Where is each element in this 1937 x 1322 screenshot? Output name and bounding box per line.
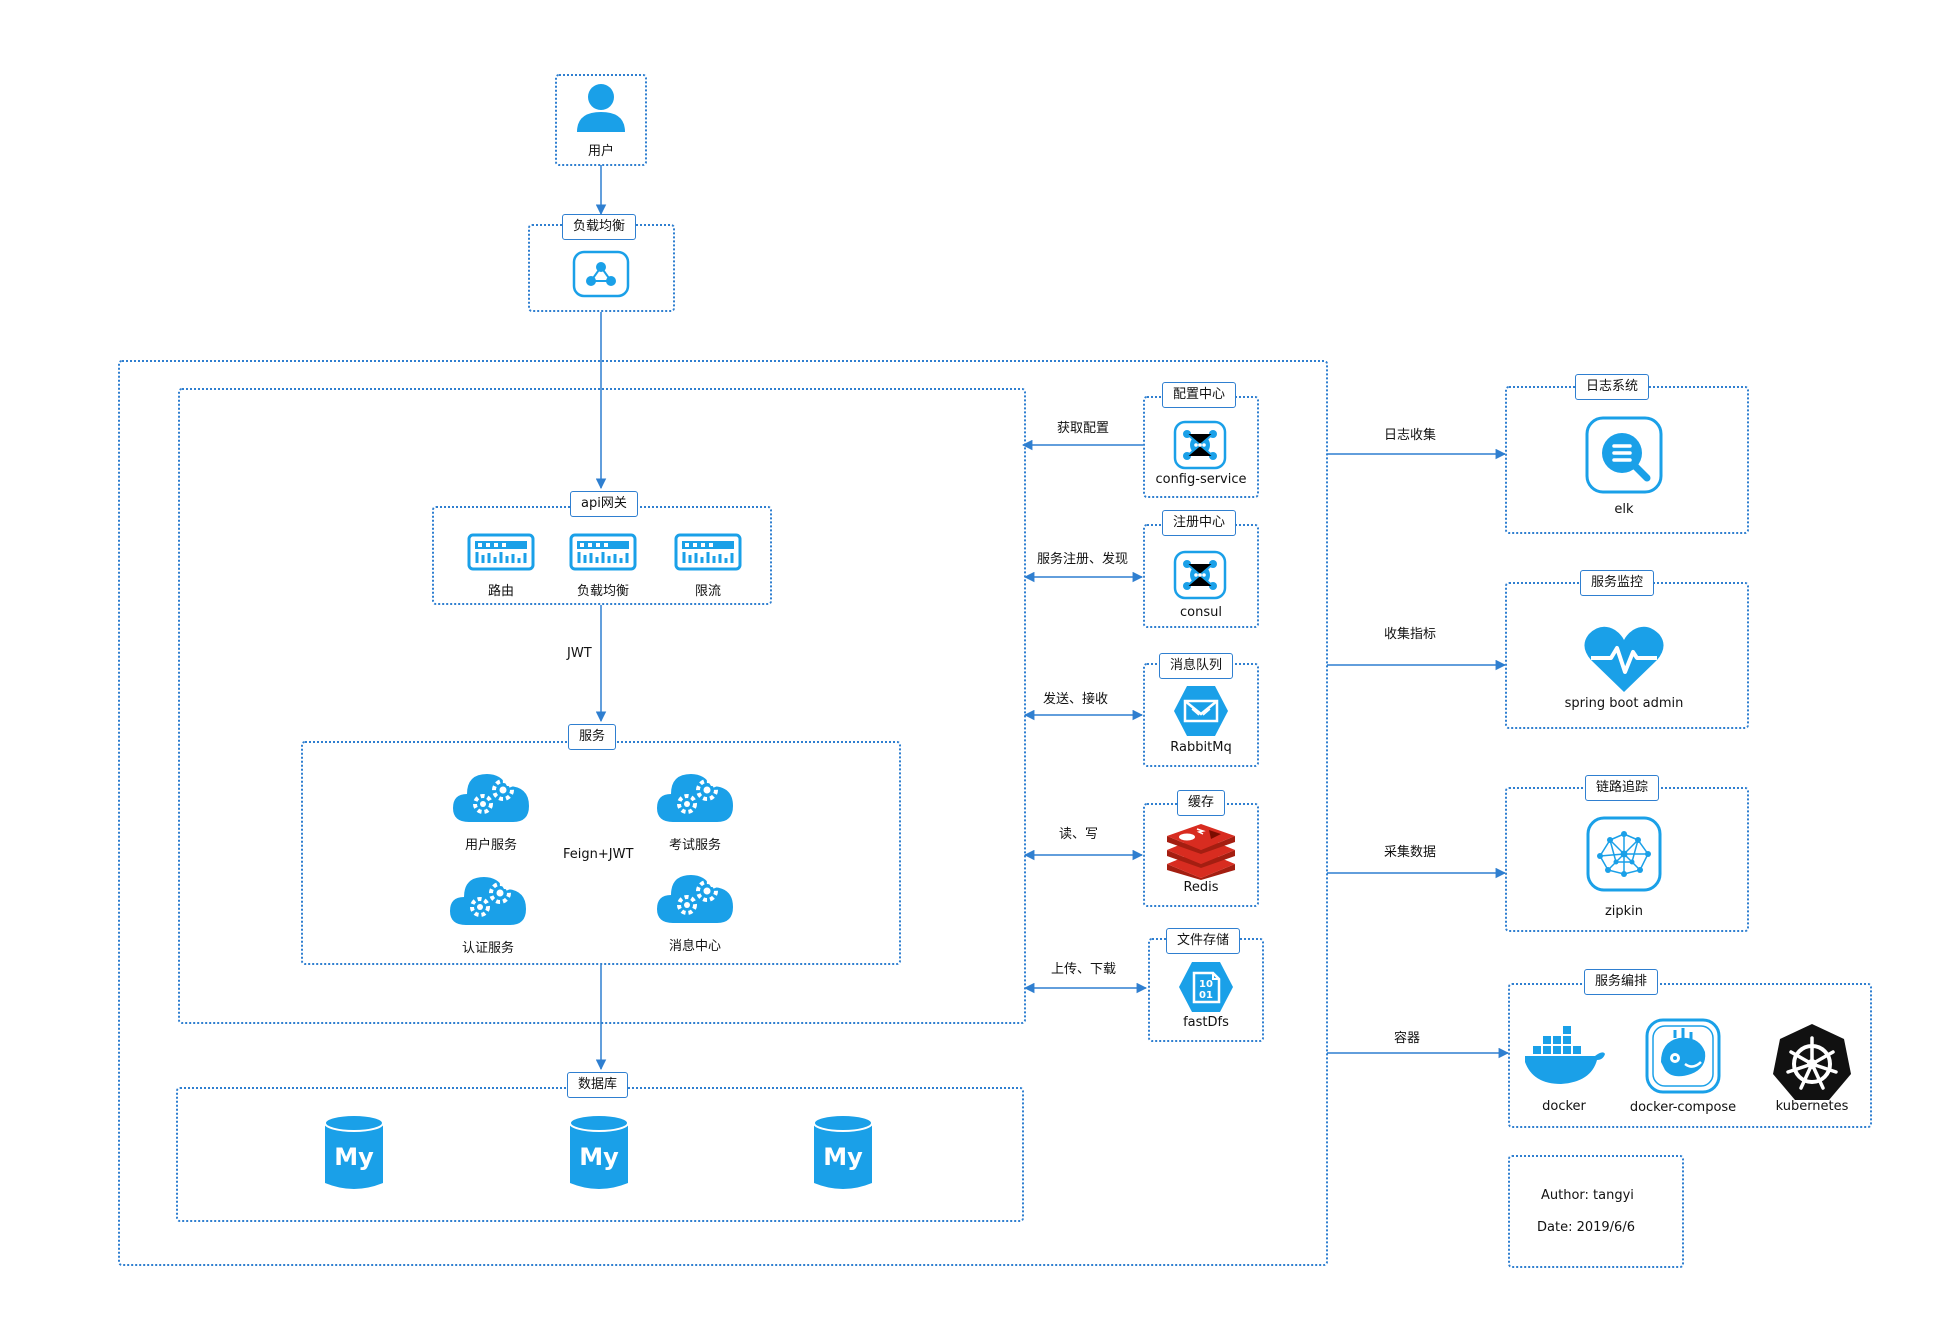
svg-text:10: 10 [1199,979,1213,990]
spring-boot-admin-icon [1584,626,1664,692]
service-item-user: 用户服务 [464,838,517,853]
feign-jwt-label: Feign+JWT [563,847,634,862]
elk-label: elk [1614,502,1634,517]
elk-icon [1585,416,1663,494]
consul-icon [1173,550,1227,600]
orchestration-node [1508,983,1872,1128]
service-item-message: 消息中心 [668,939,721,954]
message-center-cloud-icon [657,875,733,923]
mysql-text-3: My [823,1143,863,1171]
orchestration-title: 服务编排 [1584,969,1659,995]
api-gateway-title: api网关 [570,491,638,517]
consul-label: consul [1180,605,1222,620]
user-service-cloud-icon [453,774,529,822]
gateway-load-balancing-icon [569,533,637,571]
rabbitmq-label: RabbitMq [1170,740,1232,755]
mq-action-label: 发送、接收 [1043,692,1109,707]
date-label: Date: 2019/6/6 [1537,1220,1635,1235]
message-queue-title: 消息队列 [1159,653,1234,679]
load-balancer-title: 负载均衡 [562,214,637,240]
zipkin-label: zipkin [1604,904,1644,919]
redis-label: Redis [1183,880,1219,895]
logging-system-title: 日志系统 [1575,374,1650,400]
cache-title: 缓存 [1177,790,1226,816]
kubernetes-icon [1773,1024,1851,1100]
author-info-box [1508,1155,1684,1268]
service-monitor-title: 服务监控 [1580,570,1655,596]
author-label: Author: tangyi [1541,1188,1634,1203]
file-action-label: 上传、下载 [1051,962,1117,977]
docker-label: docker [1542,1099,1586,1114]
user-node [555,74,647,166]
application-boundary [178,388,1026,1024]
cache-action-label: 读、写 [1059,827,1099,842]
fastdfs-label: fastDfs [1183,1015,1229,1030]
tracing-title: 链路追踪 [1585,775,1660,801]
svg-text:01: 01 [1199,990,1213,1001]
gateway-item-limit: 限流 [694,584,721,599]
config-center-title: 配置中心 [1162,382,1237,408]
gateway-item-lb: 负载均衡 [576,584,629,599]
mysql-icon-1: My [324,1114,384,1189]
service-item-exam: 考试服务 [668,838,721,853]
zipkin-icon [1586,816,1662,892]
config-service-label: config-service [1155,472,1247,487]
docker-compose-label: docker-compose [1629,1100,1737,1115]
registry-action-label: 服务注册、发现 [1037,552,1129,567]
tracing-action-label: 采集数据 [1384,845,1437,860]
redis-icon [1167,824,1235,880]
docker-icon [1525,1026,1605,1084]
rabbitmq-icon [1174,686,1228,736]
gateway-item-route: 路由 [487,584,514,599]
file-storage-title: 文件存储 [1166,928,1241,954]
mysql-icon-2: My [569,1114,629,1189]
log-action-label: 日志收集 [1384,428,1437,443]
exam-service-cloud-icon [657,774,733,822]
monitor-action-label: 收集指标 [1384,627,1437,642]
database-title: 数据库 [567,1072,629,1098]
fastdfs-icon: 10 01 [1179,962,1233,1012]
user-icon [577,84,625,132]
load-balancer-icon [572,250,630,298]
system-boundary [118,360,1328,1266]
config-service-icon [1173,420,1227,470]
mysql-icon-3: My [813,1114,873,1189]
container-action-label: 容器 [1394,1031,1421,1046]
router-icon [467,533,535,571]
auth-service-cloud-icon [450,877,526,925]
mysql-text-2: My [579,1143,619,1171]
service-item-auth: 认证服务 [461,941,514,956]
config-action-label: 获取配置 [1057,421,1110,436]
spring-boot-admin-label: spring boot admin [1564,696,1684,711]
services-title: 服务 [568,724,617,750]
mysql-text-1: My [334,1143,374,1171]
user-label: 用户 [587,144,614,159]
jwt-label: JWT [567,646,592,661]
registry-title: 注册中心 [1162,510,1237,536]
rate-limit-icon [674,533,742,571]
kubernetes-label: kubernetes [1775,1099,1849,1114]
docker-compose-icon [1645,1018,1721,1094]
